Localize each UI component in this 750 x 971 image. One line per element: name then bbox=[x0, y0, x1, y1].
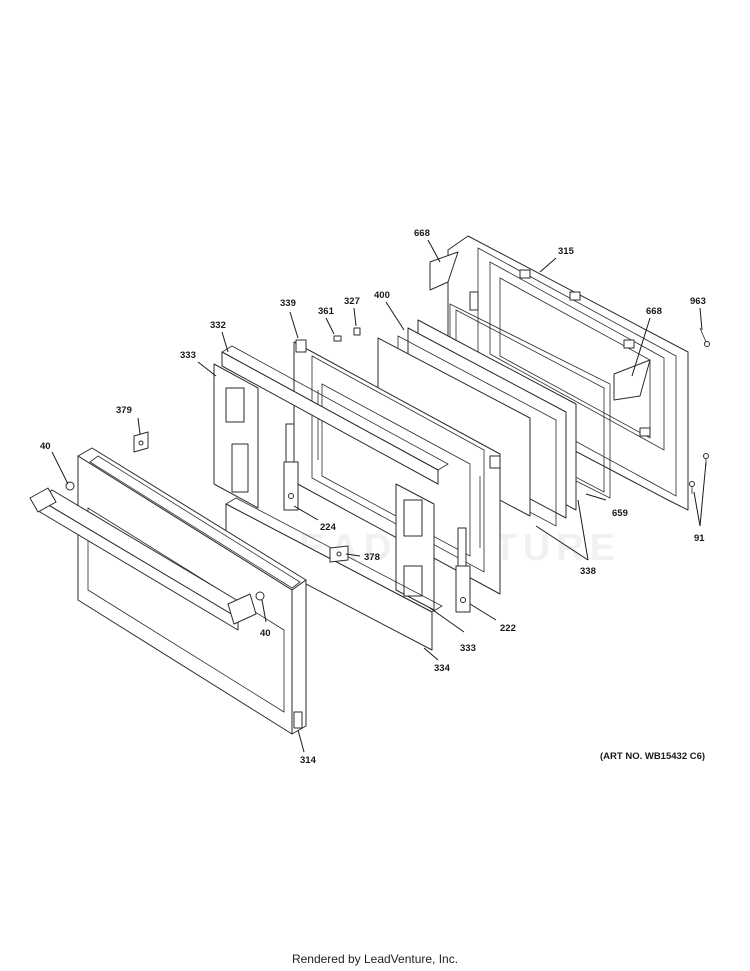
part-339-inner-door-frame bbox=[293, 339, 501, 595]
part-224-hinge bbox=[283, 423, 299, 511]
label-659: 659 bbox=[612, 508, 628, 519]
callout-labels: 668 315 963 668 339 327 400 361 332 333 … bbox=[40, 228, 706, 766]
label-332: 332 bbox=[210, 320, 226, 331]
part-327-clip bbox=[353, 327, 361, 336]
label-379: 379 bbox=[116, 405, 132, 416]
label-315: 315 bbox=[558, 246, 575, 257]
label-668-b: 668 bbox=[646, 306, 662, 317]
label-333-b: 333 bbox=[460, 643, 476, 654]
part-378-bracket bbox=[329, 545, 349, 563]
part-668-pad-b bbox=[613, 359, 651, 401]
part-333-insulation-left bbox=[213, 363, 259, 509]
part-963-screw bbox=[699, 327, 710, 347]
leader-lines bbox=[51, 239, 707, 753]
label-314: 314 bbox=[300, 755, 317, 766]
label-339: 339 bbox=[280, 298, 296, 309]
part-333-insulation-right bbox=[395, 483, 435, 611]
part-668-pad-a bbox=[429, 251, 459, 291]
label-338: 338 bbox=[580, 566, 596, 577]
label-91: 91 bbox=[694, 533, 705, 544]
label-333-a: 333 bbox=[180, 350, 196, 361]
label-40-a: 40 bbox=[40, 441, 51, 452]
label-361: 361 bbox=[318, 306, 335, 317]
label-378: 378 bbox=[364, 552, 380, 563]
part-222-hinge bbox=[455, 527, 471, 613]
part-91-screws bbox=[689, 453, 709, 494]
part-40-screw-b bbox=[255, 591, 265, 601]
label-327: 327 bbox=[344, 296, 360, 307]
footer-credit: Rendered by LeadVenture, Inc. bbox=[291, 952, 459, 966]
part-361-clip bbox=[333, 335, 342, 342]
part-379-bracket bbox=[133, 431, 149, 453]
label-224: 224 bbox=[320, 522, 337, 533]
art-number: (ART NO. WB15432 C6) bbox=[600, 751, 705, 762]
label-400: 400 bbox=[374, 290, 390, 301]
label-334: 334 bbox=[434, 663, 451, 674]
label-668: 668 bbox=[414, 228, 430, 239]
part-handle bbox=[29, 487, 257, 631]
label-40-b: 40 bbox=[260, 628, 271, 639]
label-963: 963 bbox=[690, 296, 706, 307]
label-222: 222 bbox=[500, 623, 516, 634]
